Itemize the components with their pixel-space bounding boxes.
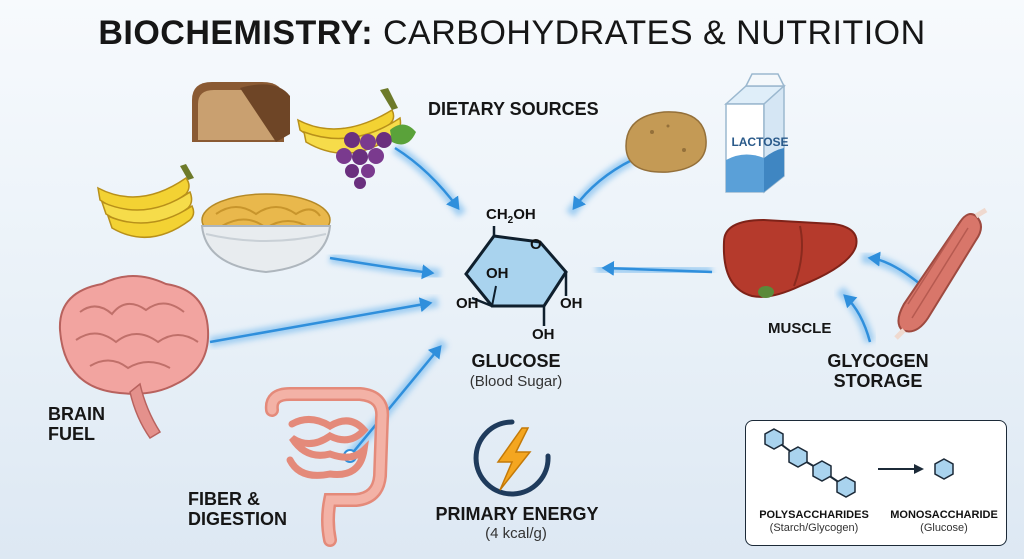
arrow-muscle-to-liver xyxy=(861,251,924,288)
liver-icon xyxy=(722,218,858,298)
lightning-bolt-icon xyxy=(473,419,551,497)
brain-fuel-label: BRAIN FUEL xyxy=(48,404,118,445)
arrow-pasta-to-glucose xyxy=(329,253,441,280)
brain-label-line1: BRAIN xyxy=(48,404,105,424)
legend-box: POLYSACCHARIDES (Starch/Glycogen) MONOSA… xyxy=(745,420,1007,546)
arrow-glycogen-to-liver xyxy=(836,286,875,344)
oh-group-right: OH xyxy=(560,295,583,312)
hexagon-icon xyxy=(812,460,832,482)
glycogen-label-line2: STORAGE xyxy=(833,370,923,391)
ch2oh-subscript: 2 xyxy=(507,215,514,226)
primary-energy-label: PRIMARY ENERGY xyxy=(435,504,599,524)
fiber-label-line2: DIGESTION xyxy=(188,508,288,529)
milk-carton-icon xyxy=(724,73,786,194)
oh-group-top: OH xyxy=(486,265,509,282)
arrow-fruit-to-glucose xyxy=(392,143,467,217)
monosaccharide-hexagon-icon xyxy=(934,458,954,480)
arrow-intestine-to-glucose xyxy=(346,338,448,460)
arrow-liver-to-glucose xyxy=(595,260,713,277)
arrow-brain-to-glucose xyxy=(209,297,439,347)
glycogen-label-line1: GLYCOGEN xyxy=(827,351,929,371)
potato-icon xyxy=(625,111,707,173)
legend-graphic xyxy=(764,428,954,498)
title-bold: BIOCHEMISTRY: xyxy=(98,14,374,52)
glycogen-storage-label: GLYCOGEN STORAGE xyxy=(820,351,936,392)
page-title: BIOCHEMISTRY: CARBOHYDRATES & NUTRITION xyxy=(0,14,1024,53)
fiber-digestion-label: FIBER & DIGESTION xyxy=(188,489,298,530)
ch2oh-suffix: OH xyxy=(513,206,536,223)
oh-group-left: OH xyxy=(456,295,479,312)
hexagon-icon xyxy=(788,446,808,468)
grapes-icon xyxy=(336,124,416,189)
muscle-icon xyxy=(894,207,988,340)
fiber-label-line1: FIBER & xyxy=(188,489,260,509)
dietary-sources-label: DIETARY SOURCES xyxy=(428,99,599,119)
ch2oh-group: CH2OH xyxy=(486,206,536,226)
pasta-bowl-icon xyxy=(200,193,332,274)
oh-group-bottom: OH xyxy=(532,326,555,343)
glucose-molecule xyxy=(464,226,568,326)
banana-icon xyxy=(97,164,195,239)
title-light: CARBOHYDRATES & NUTRITION xyxy=(382,14,926,52)
monosaccharide-label: MONOSACCHARIDE xyxy=(890,509,998,521)
monosaccharide-sublabel: (Glucose) xyxy=(920,522,968,534)
ch2oh-prefix: CH xyxy=(486,206,508,223)
lactose-label: LACTOSE xyxy=(731,135,789,149)
intestine-icon xyxy=(264,387,390,547)
polysaccharides-sublabel: (Starch/Glycogen) xyxy=(769,522,859,534)
polysaccharides-label: POLYSACCHARIDES xyxy=(759,509,869,521)
hexagon-icon xyxy=(836,476,856,498)
polysaccharide-chain xyxy=(764,428,856,498)
brain-icon xyxy=(58,275,210,440)
ring-oxygen: O xyxy=(530,236,542,253)
arrow-potato-to-glucose xyxy=(565,155,635,217)
bread-icon xyxy=(192,82,290,142)
primary-energy-sublabel: (4 kcal/g) xyxy=(485,525,547,542)
glucose-label: GLUCOSE xyxy=(471,351,561,371)
glucose-sublabel: (Blood Sugar) xyxy=(469,373,563,390)
brain-label-line2: FUEL xyxy=(48,423,95,444)
muscle-label: MUSCLE xyxy=(768,320,832,337)
conversion-arrow-icon xyxy=(878,464,924,474)
hexagon-icon xyxy=(764,428,784,450)
